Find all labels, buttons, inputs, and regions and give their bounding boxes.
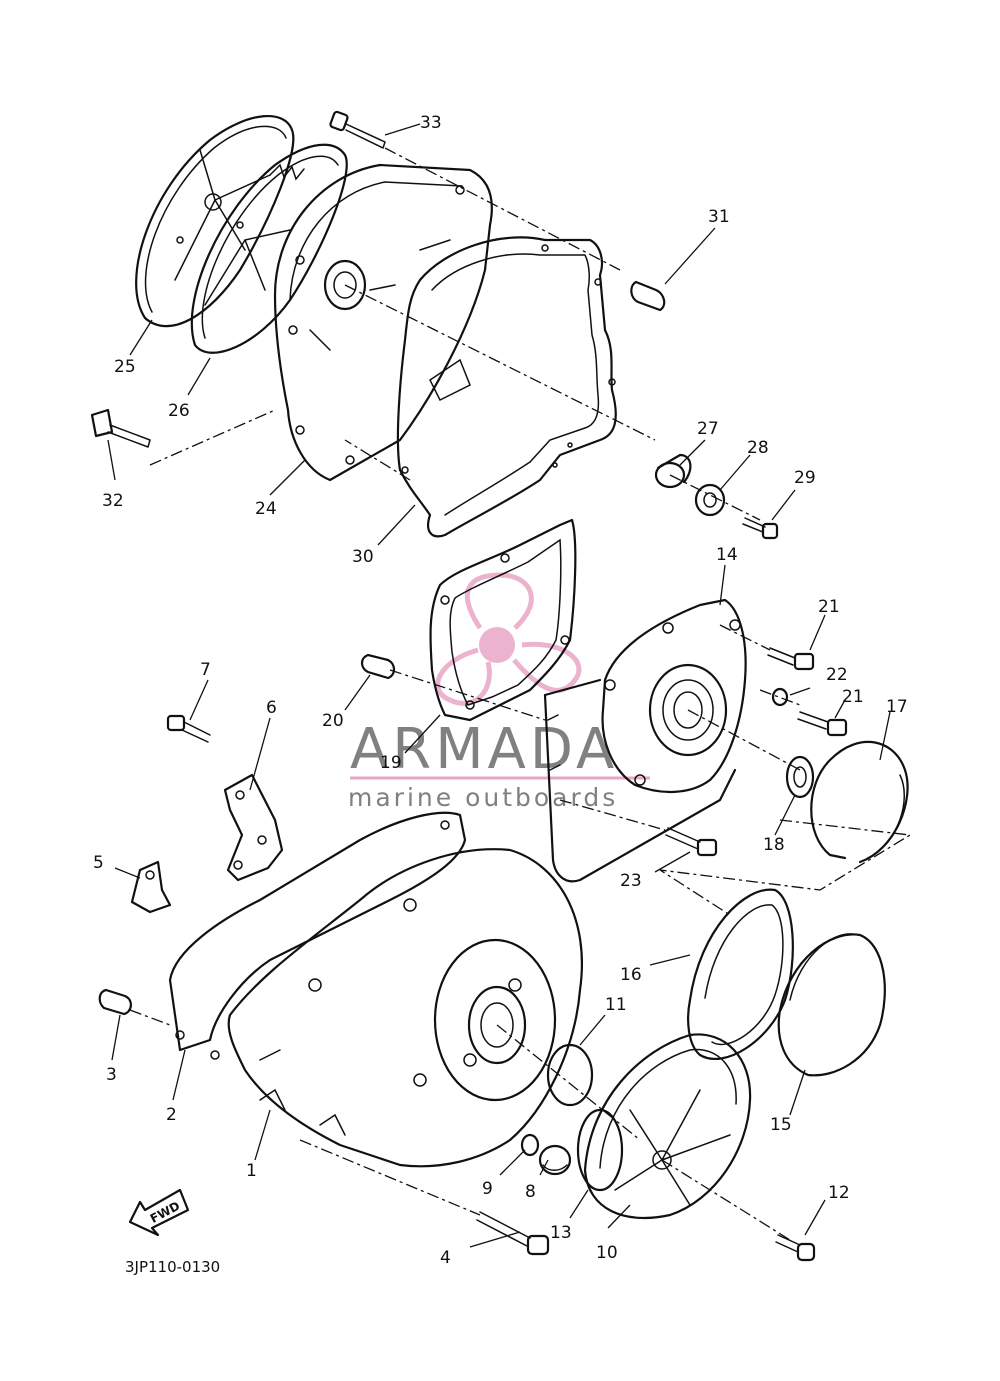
- callout-7: 7: [200, 660, 211, 680]
- callout-26: 26: [168, 401, 190, 421]
- part-9-o-ring: [520, 1133, 540, 1157]
- part-7-bolt: [166, 714, 211, 743]
- callout-6: 6: [266, 698, 277, 718]
- part-17-snap-ring: [810, 740, 909, 864]
- callout-5: 5: [93, 853, 104, 873]
- part-27-bushing: [654, 453, 692, 489]
- callout-32: 32: [102, 491, 124, 511]
- part-22-o-ring: [771, 687, 789, 707]
- part-31-plug: [630, 280, 666, 312]
- part-10-cover: [583, 1033, 752, 1220]
- watermark-tagline-text: marine outboards: [348, 783, 618, 812]
- watermark-brand-text: ARMADA: [350, 717, 618, 782]
- callout-labels: 1 2 3 4 5 6 7 8 9 10 11 12 13 14 15 16 1…: [93, 113, 908, 1268]
- callout-33: 33: [420, 113, 442, 133]
- callout-20: 20: [322, 711, 344, 731]
- part-14-cover: [543, 598, 747, 883]
- callout-4: 4: [440, 1248, 451, 1268]
- part-25-outer-cover: [135, 114, 295, 328]
- callout-16: 16: [620, 965, 642, 985]
- callout-28: 28: [747, 438, 769, 458]
- part-20-plug: [360, 653, 396, 680]
- callout-22: 22: [826, 665, 848, 685]
- part-12-bolt: [775, 1234, 816, 1262]
- part-21-bolt-lower: [797, 711, 848, 737]
- part-21-bolt-upper: [767, 647, 815, 671]
- part-23-bolt: [665, 827, 718, 857]
- callout-25: 25: [114, 357, 136, 377]
- callout-3: 3: [106, 1065, 117, 1085]
- callout-27: 27: [697, 419, 719, 439]
- assembly-lines: [129, 147, 912, 1241]
- leader-lines: [107, 123, 891, 1248]
- callout-18: 18: [763, 835, 785, 855]
- part-24-rear-housing: [273, 163, 493, 482]
- part-5-clamp: [130, 860, 172, 914]
- callout-2: 2: [166, 1105, 177, 1125]
- callout-21-lower: 21: [842, 687, 864, 707]
- callout-1: 1: [246, 1161, 257, 1181]
- diagram-code: 3JP110-0130: [125, 1258, 220, 1276]
- part-1-crankcase-cover: [227, 848, 583, 1168]
- part-13-gasket-ring: [576, 1108, 624, 1192]
- part-33-bolt: [329, 110, 386, 149]
- part-26-cover-plate: [190, 143, 348, 354]
- part-15-cap: [777, 933, 886, 1077]
- part-32-bolt: [90, 408, 151, 448]
- part-18-seal: [785, 755, 815, 799]
- callout-17: 17: [886, 697, 908, 717]
- callout-11: 11: [605, 995, 627, 1015]
- fwd-arrow-icon: FWD: [128, 1188, 190, 1237]
- callout-14: 14: [716, 545, 738, 565]
- callout-19: 19: [380, 753, 402, 773]
- callout-29: 29: [794, 468, 816, 488]
- part-3-plug: [98, 988, 132, 1016]
- part-28-seal: [694, 483, 726, 517]
- callout-15: 15: [770, 1115, 792, 1135]
- part-8-plug: [538, 1144, 572, 1176]
- part-30-housing-gasket: [396, 236, 617, 538]
- part-11-o-ring: [546, 1043, 594, 1107]
- part-29-bolt: [742, 517, 779, 540]
- callout-12: 12: [828, 1183, 850, 1203]
- callout-21-upper: 21: [818, 597, 840, 617]
- callout-8: 8: [525, 1182, 536, 1202]
- callout-23: 23: [620, 871, 642, 891]
- callout-24: 24: [255, 499, 277, 519]
- part-2-gasket: [168, 811, 467, 1060]
- callout-10: 10: [596, 1243, 618, 1263]
- callout-9: 9: [482, 1179, 493, 1199]
- callout-31: 31: [708, 207, 730, 227]
- part-6-bracket: [223, 773, 284, 882]
- callout-13: 13: [550, 1223, 572, 1243]
- part-4-bolt: [476, 1211, 550, 1256]
- part-19-gasket: [429, 518, 577, 722]
- callout-30: 30: [352, 547, 374, 567]
